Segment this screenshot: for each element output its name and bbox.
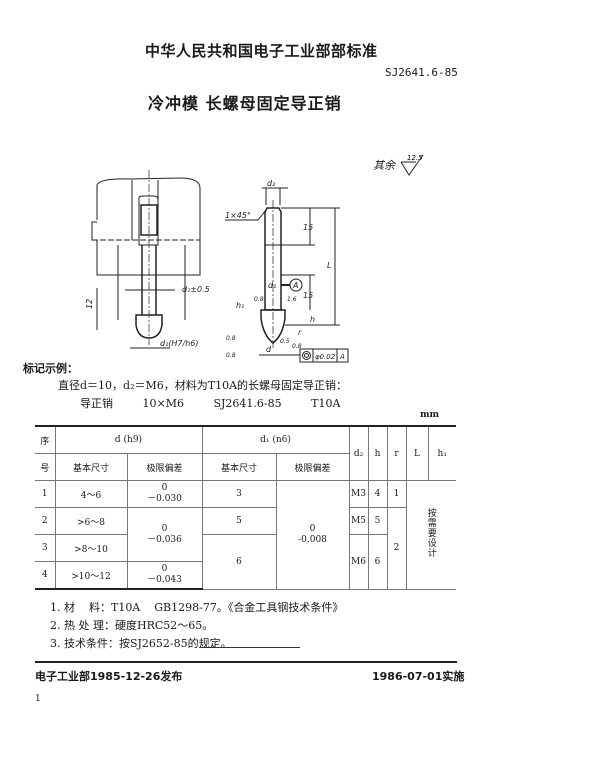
issue-date: 电子工业部1985-12-26发布	[35, 670, 183, 683]
technical-notes: 1. 材 料：T10A GB1298-77。《合金工具钢技术条件》 2. 热 处…	[50, 599, 343, 653]
table-row: 3 >8～10 6 M6 6	[35, 534, 456, 590]
table-row: 2 >6～8 0－0.036 5 M5 5 2	[35, 507, 456, 590]
svg-text:h: h	[310, 315, 315, 324]
svg-text:0.8: 0.8	[226, 352, 236, 359]
header-d1-limit: 极限偏差	[275, 453, 350, 481]
svg-text:15: 15	[303, 223, 313, 232]
table-row: 1 4～6 0－0.030 3 0-0.008 M3 4 1 按需要设计	[35, 480, 456, 590]
svg-text:h₁: h₁	[236, 301, 244, 310]
code-part: SJ2641.6-85	[213, 397, 282, 410]
roughness-note: 其余 12.5	[373, 153, 425, 177]
page-number: 1	[35, 694, 41, 704]
d-deviation: 0－0.036	[126, 507, 203, 562]
svg-text:d: d	[266, 345, 272, 354]
svg-text:d₁±0.5: d₁±0.5	[182, 285, 210, 294]
header-d2: d₂	[348, 425, 369, 481]
technical-drawing: d₁±0.5 12 d₁(H7/h6) d₂ 1×45° 15 L d₁ A 1…	[85, 170, 349, 363]
header-d1-group: d₁ (n6)	[201, 425, 350, 454]
effective-date: 1986-07-01实施	[372, 670, 465, 683]
table-row: 4 >10～12 0－0.043	[35, 561, 456, 590]
svg-text:d₁(H7/h6): d₁(H7/h6)	[160, 339, 199, 348]
note-item: 1. 材 料：T10A GB1298-77。《合金工具钢技术条件》	[50, 601, 344, 614]
unit-label: mm	[420, 410, 440, 420]
dimension-table: 序 d (h9) d₁ (n6) d₂ h r L h₁ 号 基本尺寸 极限偏差…	[35, 425, 456, 590]
header-seq: 序	[35, 425, 56, 454]
divider	[200, 647, 300, 648]
marking-example-description: 直径d＝10，d₂＝M6，材料为T10A的长螺母固定导正销：	[58, 379, 348, 392]
svg-text:d₁: d₁	[268, 281, 276, 290]
svg-text:0.8: 0.8	[292, 343, 302, 350]
issuing-organization: 中华人民共和国电子工业部部标准	[145, 42, 378, 60]
marking-example-title: 标记示例：	[23, 362, 78, 375]
header-h1: h₁	[427, 425, 456, 481]
header-d1-basic: 基本尺寸	[201, 453, 277, 481]
part-view: d₂ 1×45° 15 L d₁ A 15 h₁ h r d 0.8 0.8 1…	[225, 179, 349, 363]
header-r: r	[386, 425, 407, 481]
document-title: 冷冲模 长螺母固定导正销	[148, 94, 342, 113]
svg-text:12: 12	[85, 299, 94, 309]
svg-text:φ0.02: φ0.02	[315, 353, 336, 361]
d-deviation: 0－0.030	[126, 480, 203, 508]
L-h1-note: 按需要设计	[405, 480, 456, 590]
code-part: 导正销	[80, 397, 113, 410]
svg-text:L: L	[327, 261, 331, 270]
header-d-limit: 极限偏差	[126, 453, 203, 481]
svg-text:0.8: 0.8	[254, 296, 264, 303]
svg-text:r: r	[298, 328, 302, 337]
svg-text:1×45°: 1×45°	[225, 211, 251, 220]
header-seq-bottom: 号	[35, 453, 56, 481]
svg-text:15: 15	[303, 291, 313, 300]
header-d-group: d (h9)	[54, 425, 203, 454]
note-item: 2. 热 处 理：硬度HRC52～65。	[50, 619, 214, 632]
svg-text:1.6: 1.6	[287, 296, 297, 303]
footer-divider	[35, 661, 457, 663]
roughness-note-label: 其余	[373, 159, 395, 172]
svg-text:0.8: 0.8	[226, 335, 236, 342]
standard-code: SJ2641.6-85	[385, 66, 458, 79]
header-L: L	[405, 425, 429, 481]
d-deviation: 0－0.043	[126, 561, 203, 590]
header-h: h	[367, 425, 388, 481]
svg-text:A: A	[339, 353, 345, 361]
roughness-symbol-icon: 12.5	[400, 154, 423, 176]
d1-deviation: 0-0.008	[275, 480, 350, 590]
header-d-basic: 基本尺寸	[54, 453, 128, 481]
note-item: 3. 技术条件：按SJ2652-85的规定。	[50, 637, 232, 650]
svg-text:0.5: 0.5	[280, 338, 290, 345]
code-part: T10A	[311, 397, 341, 410]
svg-text:d₂: d₂	[267, 179, 276, 188]
code-part: 10×M6	[142, 397, 184, 410]
marking-example-code: 导正销 10×M6 SJ2641.6-85 T10A	[80, 395, 366, 411]
assembly-view: d₁±0.5 12 d₁(H7/h6)	[85, 170, 210, 349]
svg-text:A: A	[292, 281, 298, 290]
svg-text:12.5: 12.5	[407, 154, 423, 162]
